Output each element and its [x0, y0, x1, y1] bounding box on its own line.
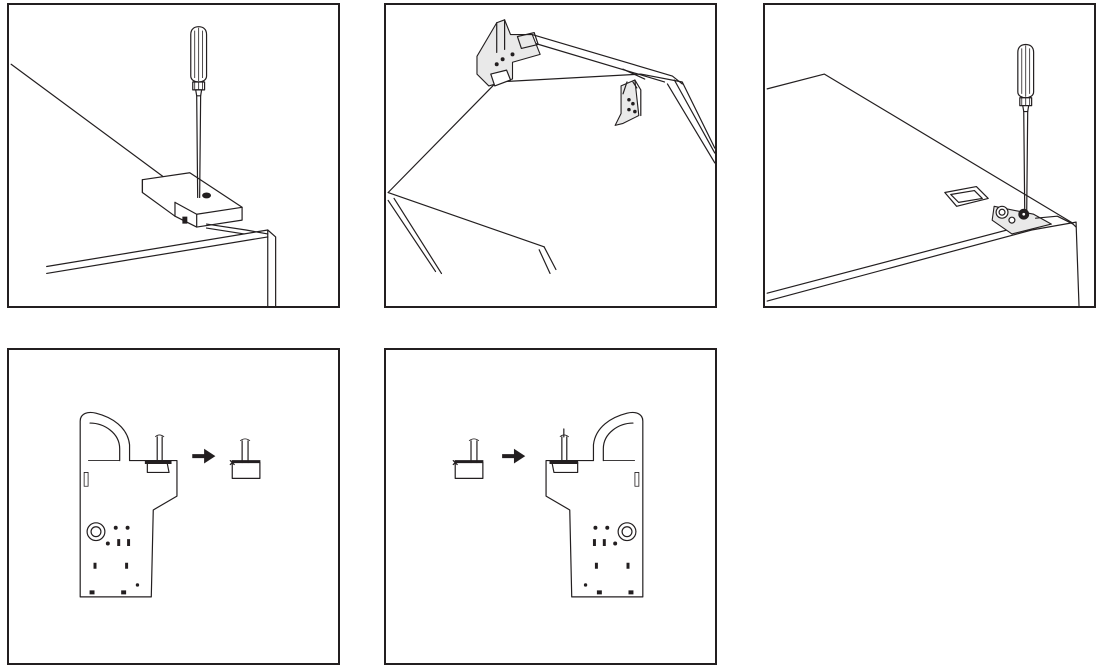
step-1-panel	[7, 3, 340, 308]
upper-hinge-corner-illustration	[386, 5, 715, 306]
screwdriver-opposite-corner-illustration	[765, 5, 1094, 306]
arrow-right-icon	[503, 450, 525, 463]
step-3-panel	[763, 3, 1096, 308]
step-4-panel	[7, 348, 340, 665]
step-2-panel	[384, 3, 717, 308]
hinge-bracket	[80, 412, 177, 596]
step-5-panel	[384, 348, 717, 665]
screwdriver-icon	[191, 27, 207, 198]
screwdriver-hinge-cover-illustration	[9, 5, 338, 306]
hinge-pin	[453, 439, 483, 478]
hinge-bracket-mirrored	[546, 412, 643, 596]
screwdriver-icon	[1018, 44, 1034, 212]
hinge-pin	[230, 439, 260, 478]
insert-hinge-pin-illustration	[386, 350, 715, 663]
remove-hinge-pin-illustration	[9, 350, 338, 663]
arrow-right-icon	[193, 450, 215, 463]
